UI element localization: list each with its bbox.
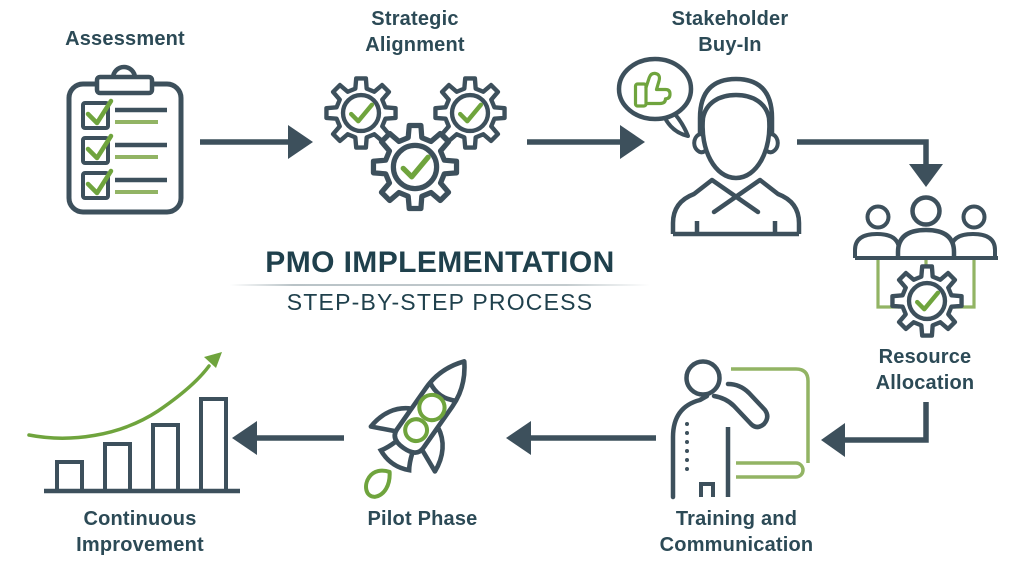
step-label-line: Training and: [675, 508, 798, 530]
arrow-training-and-communication-to-pilot-phase: [506, 421, 656, 455]
step-label-line: Communication: [659, 534, 814, 556]
title-block: PMO IMPLEMENTATION STEP-BY-STEP PROCESS: [230, 246, 650, 316]
step-label-line: Strategic: [371, 8, 459, 30]
growth-bar-chart-icon: [27, 352, 240, 494]
step-label-line: Buy-In: [698, 34, 762, 56]
step-label-line: Resource: [878, 346, 972, 368]
team-gear-icon: [853, 195, 998, 336]
arrow-assessment-to-strategic-alignment: [200, 125, 313, 159]
presenter: [670, 359, 770, 500]
thumbs-up-icon: [633, 71, 672, 108]
arrow-strategic-alignment-to-stakeholder-buy-in: [527, 125, 645, 159]
person-thumbs-up-speech-bubble-icon: [616, 56, 802, 237]
flipchart: [731, 367, 810, 479]
rocket-icon: [364, 359, 467, 499]
checklist-row: [81, 168, 167, 200]
checklist-row: [81, 133, 167, 165]
step-label-assessment: Assessment: [40, 26, 210, 52]
step-label-training-and-communication: Training and Communication: [644, 506, 829, 558]
clipboard-checklist-icon: [66, 64, 184, 215]
diagram-title: PMO IMPLEMENTATION: [265, 246, 615, 279]
step-label-pilot-phase: Pilot Phase: [340, 506, 505, 532]
gears-checkmarks-icon: [326, 78, 504, 208]
step-label-stakeholder-buy-in: Stakeholder Buy-In: [645, 6, 815, 58]
arrow-stakeholder-buy-in-to-resource-allocation: [797, 139, 943, 187]
speech-bubble: [616, 56, 694, 138]
step-label-line: Assessment: [65, 28, 185, 50]
step-label-line: Stakeholder: [671, 8, 789, 30]
step-label-line: Allocation: [875, 372, 975, 394]
arrow-resource-allocation-to-training-and-communication: [821, 402, 929, 457]
title-divider: [230, 284, 650, 286]
person-bust: [670, 76, 802, 237]
step-label-continuous-improvement: Continuous Improvement: [50, 506, 230, 558]
step-label-line: Continuous: [83, 508, 197, 530]
presenter-flipchart-icon: [670, 359, 810, 500]
checklist-row: [81, 98, 167, 130]
step-label-strategic-alignment: Strategic Alignment: [330, 6, 500, 58]
step-label-line: Improvement: [76, 534, 204, 556]
step-label-line: Alignment: [365, 34, 465, 56]
diagram-subtitle: STEP-BY-STEP PROCESS: [286, 289, 594, 315]
step-label-resource-allocation: Resource Allocation: [845, 344, 1005, 396]
arrow-pilot-phase-to-continuous-improvement: [232, 421, 344, 455]
step-label-line: Pilot Phase: [367, 508, 478, 530]
